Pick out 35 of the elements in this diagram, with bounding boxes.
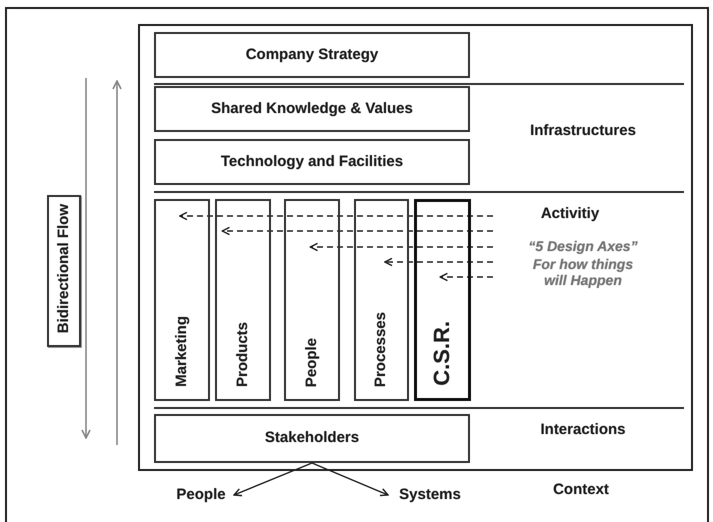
node-label: Bidirectional Flow xyxy=(56,204,72,333)
node-label: C.S.R. xyxy=(430,321,455,386)
process-box xyxy=(215,199,271,401)
section-label: Infrastructures xyxy=(530,122,636,140)
process-box xyxy=(154,199,210,401)
arrow xyxy=(312,462,389,496)
process-box xyxy=(284,199,340,401)
arrow xyxy=(310,242,493,252)
process-box xyxy=(154,32,470,78)
process-box xyxy=(154,86,470,132)
arrow xyxy=(440,272,493,282)
section-label: Interactions xyxy=(540,421,626,438)
annotation-text: “5 Design Axes” xyxy=(528,238,638,254)
arrow xyxy=(179,212,493,220)
annotation-text: For how things will Happen xyxy=(532,256,634,288)
process-box xyxy=(154,139,470,185)
node-label: Technology and Facilities xyxy=(220,154,404,170)
arrow xyxy=(222,226,493,236)
arrow xyxy=(233,462,312,496)
label-box xyxy=(47,195,81,347)
node-label: Stakeholders xyxy=(264,430,360,447)
node-label: People xyxy=(304,338,320,387)
section-label: Context xyxy=(553,481,609,498)
node-label: People xyxy=(176,486,226,504)
process-box xyxy=(414,199,471,401)
process-box xyxy=(154,414,470,463)
node-label: Processes xyxy=(373,312,390,387)
section-label: Activitiy xyxy=(540,205,600,222)
node-label: Marketing xyxy=(174,316,190,387)
node-label: Company Strategy xyxy=(246,46,378,64)
node-label: Systems xyxy=(399,486,461,504)
arrow xyxy=(384,258,493,266)
process-box xyxy=(354,199,409,401)
node-label: Shared Knowledge & Values xyxy=(211,100,413,118)
node-label: Products xyxy=(234,322,252,387)
